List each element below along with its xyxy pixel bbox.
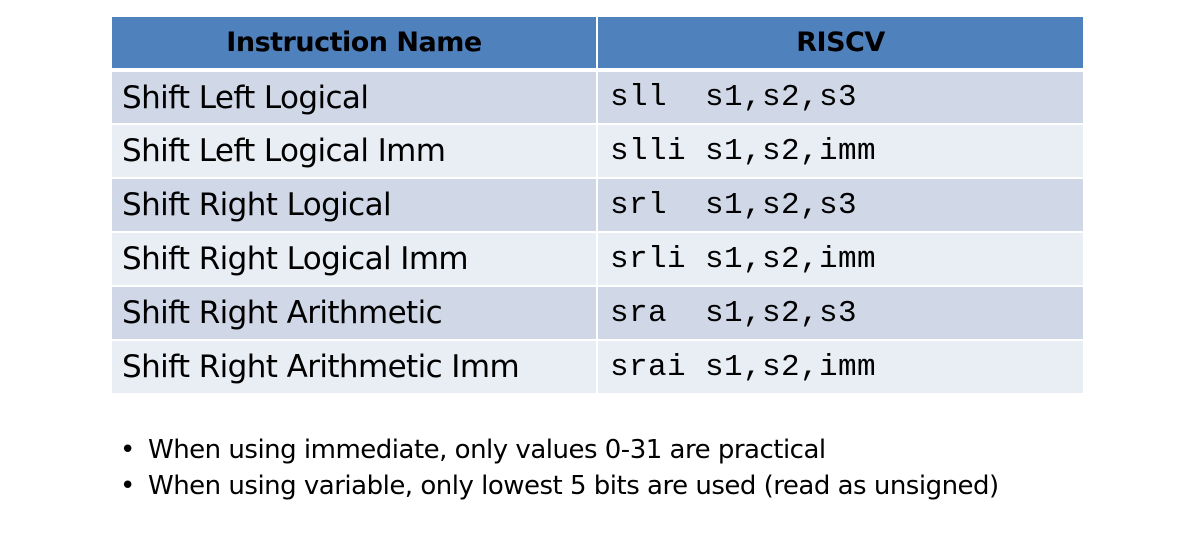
riscv-code-cell: sra s1,s2,s3 bbox=[596, 286, 1085, 341]
instruction-name-cell: Shift Left Logical bbox=[110, 70, 598, 125]
column-header-instruction-name: Instruction Name bbox=[110, 17, 598, 72]
table-row: Shift Left Logical Imm slli s1,s2,imm bbox=[110, 124, 1085, 179]
note-text: When using variable, only lowest 5 bits … bbox=[148, 471, 999, 501]
table-row: Shift Right Arithmetic Imm srai s1,s2,im… bbox=[110, 340, 1085, 395]
notes-list: • When using immediate, only values 0-31… bbox=[118, 432, 999, 504]
note-text: When using immediate, only values 0-31 a… bbox=[148, 435, 826, 465]
instruction-name-cell: Shift Right Arithmetic Imm bbox=[110, 340, 598, 395]
shift-instructions-table: Instruction Name RISCV Shift Left Logica… bbox=[110, 17, 1085, 395]
table-row: Shift Left Logical sll s1,s2,s3 bbox=[110, 70, 1085, 125]
riscv-code-cell: srai s1,s2,imm bbox=[596, 340, 1085, 395]
bullet-icon: • bbox=[120, 471, 135, 501]
instruction-name-cell: Shift Right Logical bbox=[110, 178, 598, 233]
table-row: Shift Right Logical Imm srli s1,s2,imm bbox=[110, 232, 1085, 287]
table-row: Shift Right Arithmetic sra s1,s2,s3 bbox=[110, 286, 1085, 341]
riscv-code-cell: slli s1,s2,imm bbox=[596, 124, 1085, 179]
riscv-code-cell: srl s1,s2,s3 bbox=[596, 178, 1085, 233]
instruction-name-cell: Shift Right Logical Imm bbox=[110, 232, 598, 287]
column-header-riscv: RISCV bbox=[596, 17, 1085, 72]
note-item: • When using variable, only lowest 5 bit… bbox=[118, 468, 999, 504]
table-row: Shift Right Logical srl s1,s2,s3 bbox=[110, 178, 1085, 233]
instruction-name-cell: Shift Left Logical Imm bbox=[110, 124, 598, 179]
note-item: • When using immediate, only values 0-31… bbox=[118, 432, 999, 468]
instruction-name-cell: Shift Right Arithmetic bbox=[110, 286, 598, 341]
riscv-code-cell: srli s1,s2,imm bbox=[596, 232, 1085, 287]
bullet-icon: • bbox=[120, 435, 135, 465]
table-header-row: Instruction Name RISCV bbox=[110, 17, 1085, 72]
riscv-code-cell: sll s1,s2,s3 bbox=[596, 70, 1085, 125]
